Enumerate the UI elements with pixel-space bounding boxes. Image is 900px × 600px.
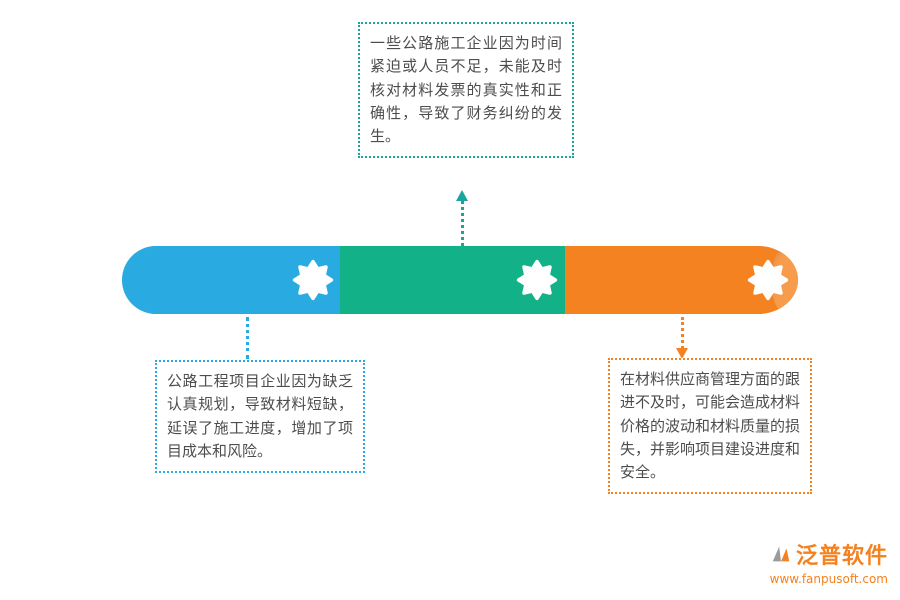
callout-invoice-risk-text: 一些公路施工企业因为时间紧迫或人员不足，未能及时核对材料发票的真实性和正确性，导… xyxy=(370,34,562,145)
callout-planning-risk-text: 公路工程项目企业因为缺乏认真规划，导致材料短缺，延误了施工进度，增加了项目成本和… xyxy=(167,372,353,460)
seal-icon xyxy=(292,259,334,301)
connector-bottom-left xyxy=(246,317,249,359)
logo-icon xyxy=(772,546,790,562)
callout-supplier-risk-text: 在材料供应商管理方面的跟进不及时，可能会造成材料价格的波动和材料质量的损失，并影… xyxy=(620,370,801,481)
callout-planning-risk: 公路工程项目企业因为缺乏认真规划，导致材料短缺，延误了施工进度，增加了项目成本和… xyxy=(155,360,365,473)
callout-invoice-risk: 一些公路施工企业因为时间紧迫或人员不足，未能及时核对材料发票的真实性和正确性，导… xyxy=(358,22,574,159)
logo: 泛普软件 www.fanpusoft.com xyxy=(770,538,888,586)
arrow-up-icon xyxy=(456,190,468,201)
seal-icon xyxy=(747,259,789,301)
seal-icon xyxy=(516,259,558,301)
callout-supplier-risk: 在材料供应商管理方面的跟进不及时，可能会造成材料价格的波动和材料质量的损失，并影… xyxy=(608,358,812,495)
logo-text: 泛普软件 xyxy=(795,544,888,569)
connector-bottom-right xyxy=(681,317,684,349)
logo-url: www.fanpusoft.com xyxy=(769,572,888,586)
process-bar xyxy=(122,246,798,314)
arrow-down-icon xyxy=(676,348,688,359)
connector-top xyxy=(461,201,464,246)
